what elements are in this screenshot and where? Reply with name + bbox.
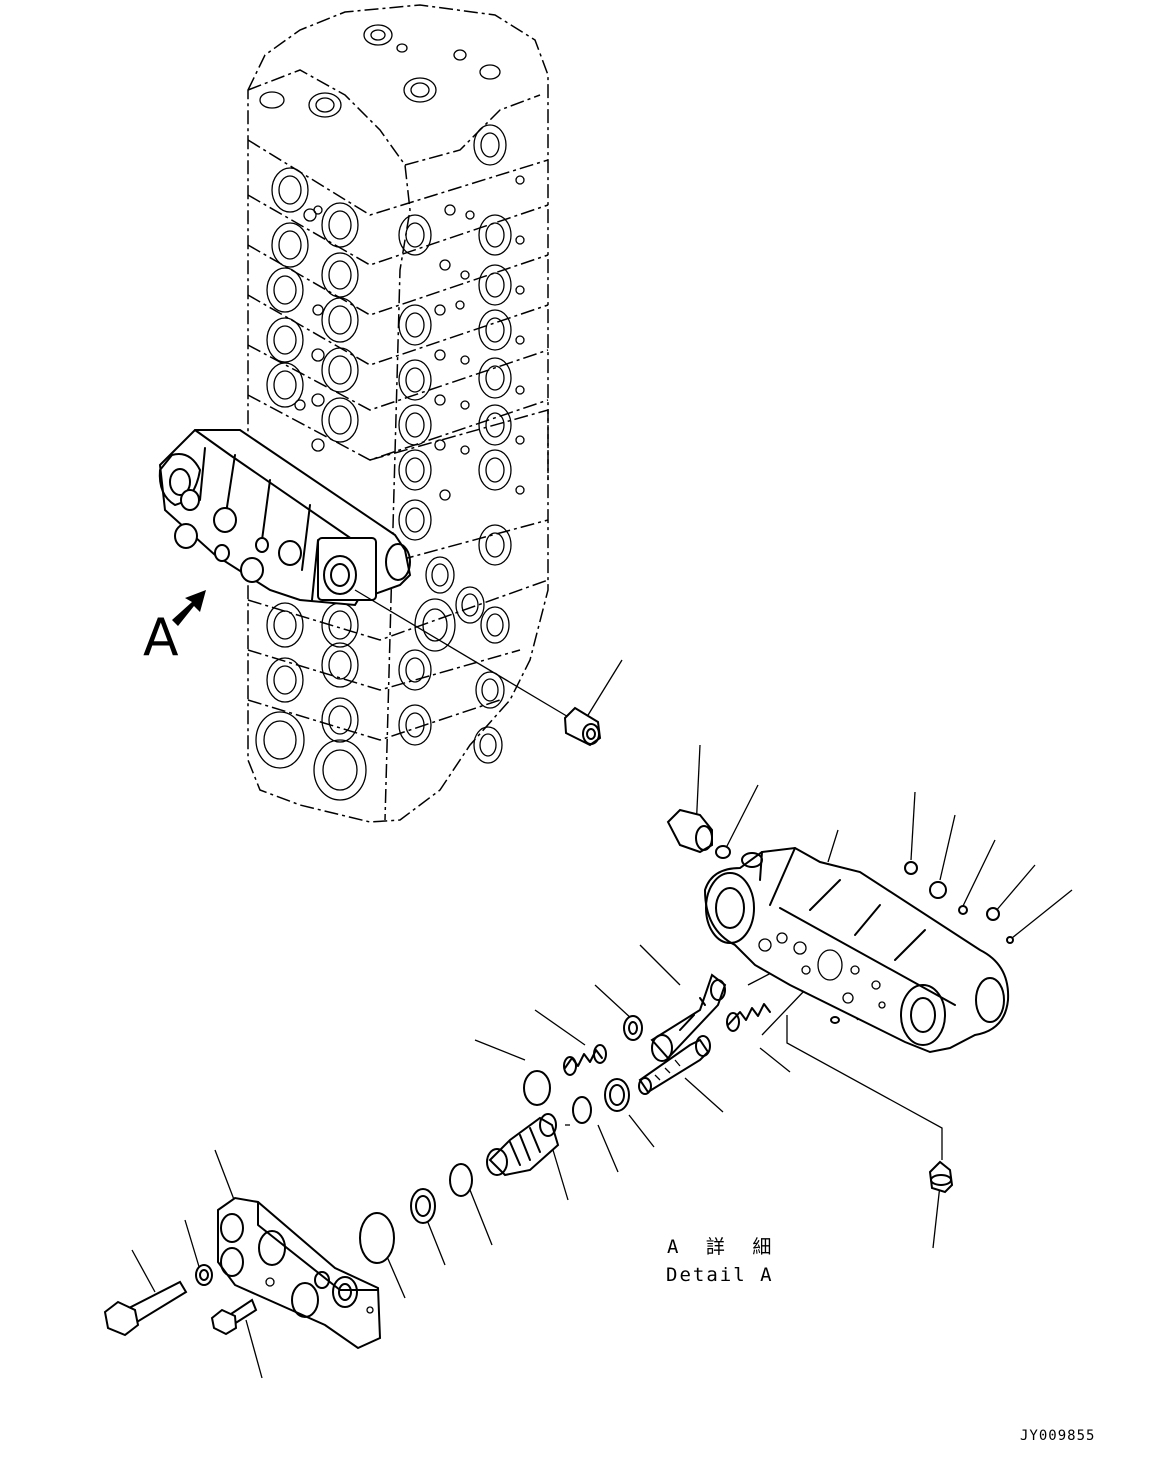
exploded-valve-body <box>703 846 1010 1054</box>
spring-right <box>726 1003 771 1032</box>
view-arrow-icon <box>172 590 206 626</box>
control-valve-assembly <box>247 4 549 823</box>
spool-center <box>486 1113 560 1177</box>
o-rings-right <box>715 845 1014 1024</box>
plug-with-flange <box>666 808 713 854</box>
long-bolt <box>103 1280 188 1337</box>
detail-title: A 詳 細 <box>667 1236 780 1258</box>
retainer-ring <box>623 1015 643 1041</box>
seals-center <box>359 1070 630 1264</box>
plug-lower-right <box>928 1160 954 1194</box>
drawing-number: JY009855 <box>1020 1428 1096 1444</box>
spool-sleeve <box>650 973 727 1062</box>
spring-center <box>563 1044 607 1076</box>
short-bolt <box>210 1298 258 1336</box>
view-label: A <box>143 608 179 668</box>
detail-subtitle: Detail A <box>666 1264 774 1286</box>
installed-valve-block <box>158 429 412 607</box>
valve-cover <box>217 1196 382 1350</box>
piston-rod <box>638 1035 711 1095</box>
washer <box>195 1264 213 1286</box>
plug-part <box>563 706 602 747</box>
